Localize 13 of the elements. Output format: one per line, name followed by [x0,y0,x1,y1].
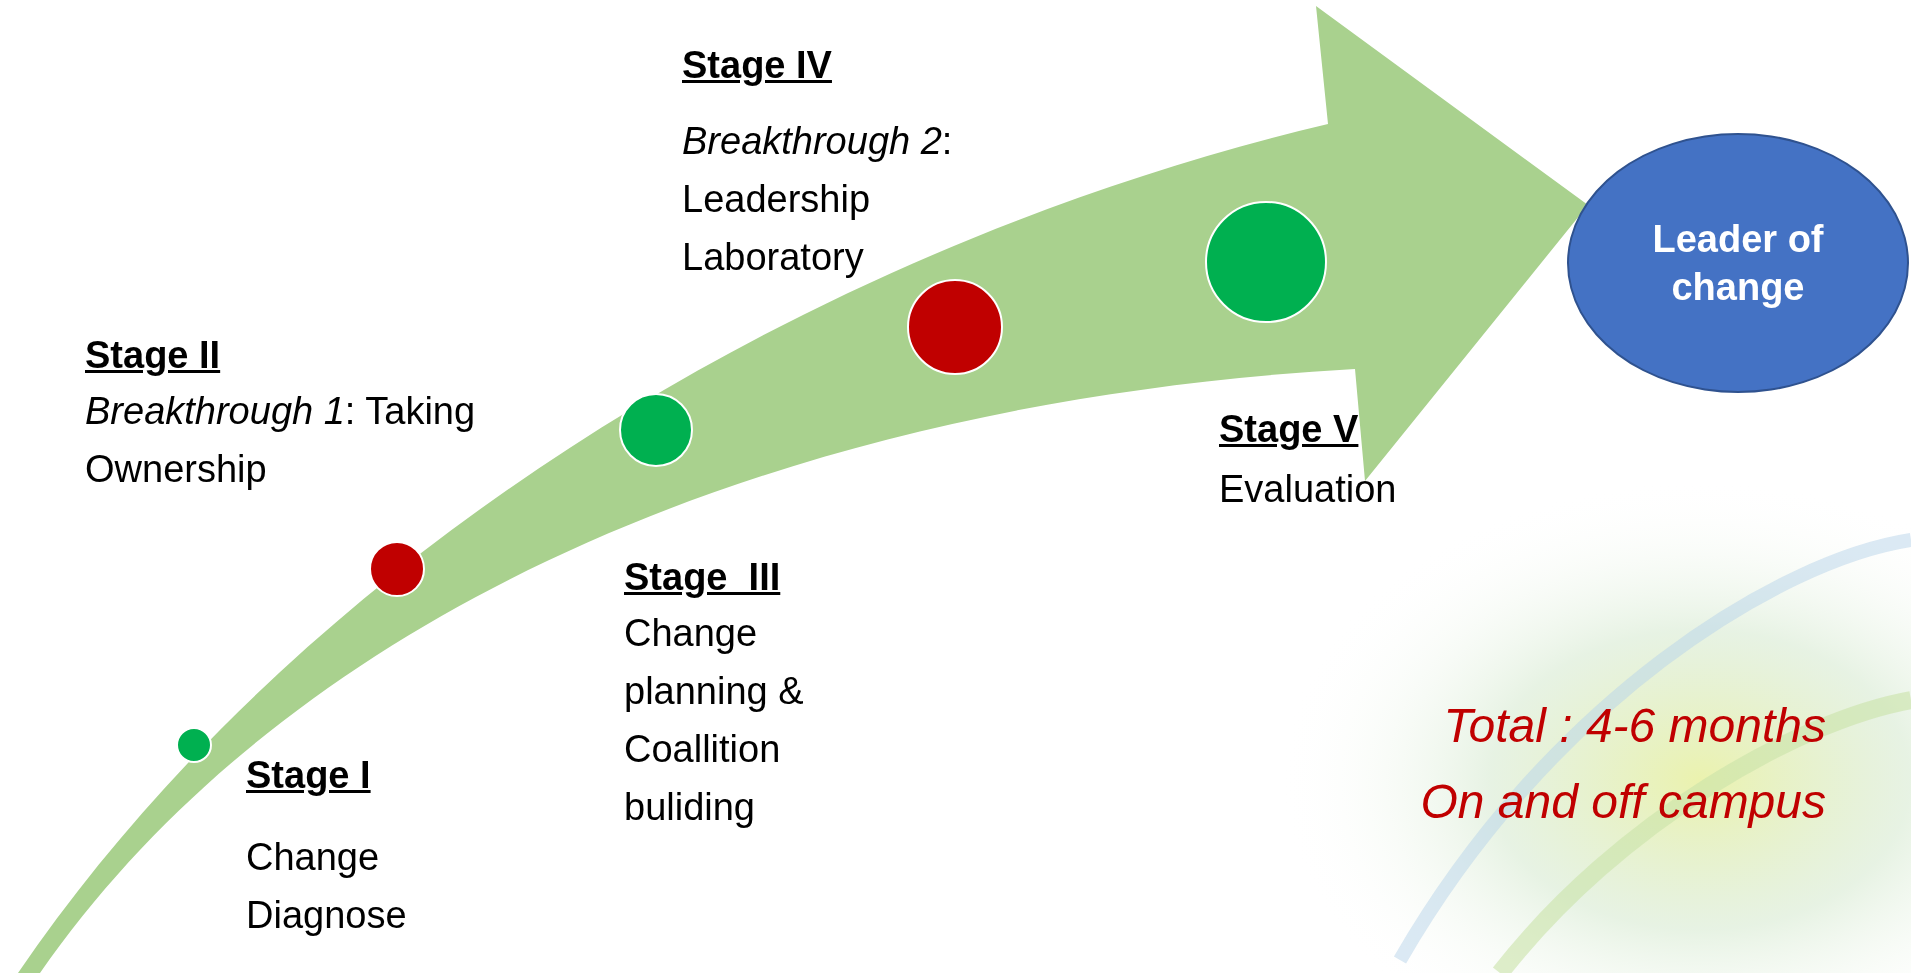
stage-description: Change planning & Coallition buliding [624,611,805,830]
stage-heading: Stage IV [682,43,832,88]
stage-description: Evaluation [1219,467,1398,512]
stage-heading: Stage II [85,333,221,378]
stage-heading: Stage I [246,753,371,798]
goal-text: Leader of change [1651,217,1825,310]
stage-description: Change Diagnose [246,835,408,938]
stage-heading: Stage III [624,555,781,600]
stage-description: Breakthrough 1: Taking Ownership [85,389,477,492]
stage-description: Breakthrough 2: Leadership Laboratory [682,119,954,280]
stage-heading: Stage V [1219,407,1359,452]
duration-note: On and off campus [1419,774,1826,830]
duration-note: Total : 4-6 months [1442,698,1826,754]
